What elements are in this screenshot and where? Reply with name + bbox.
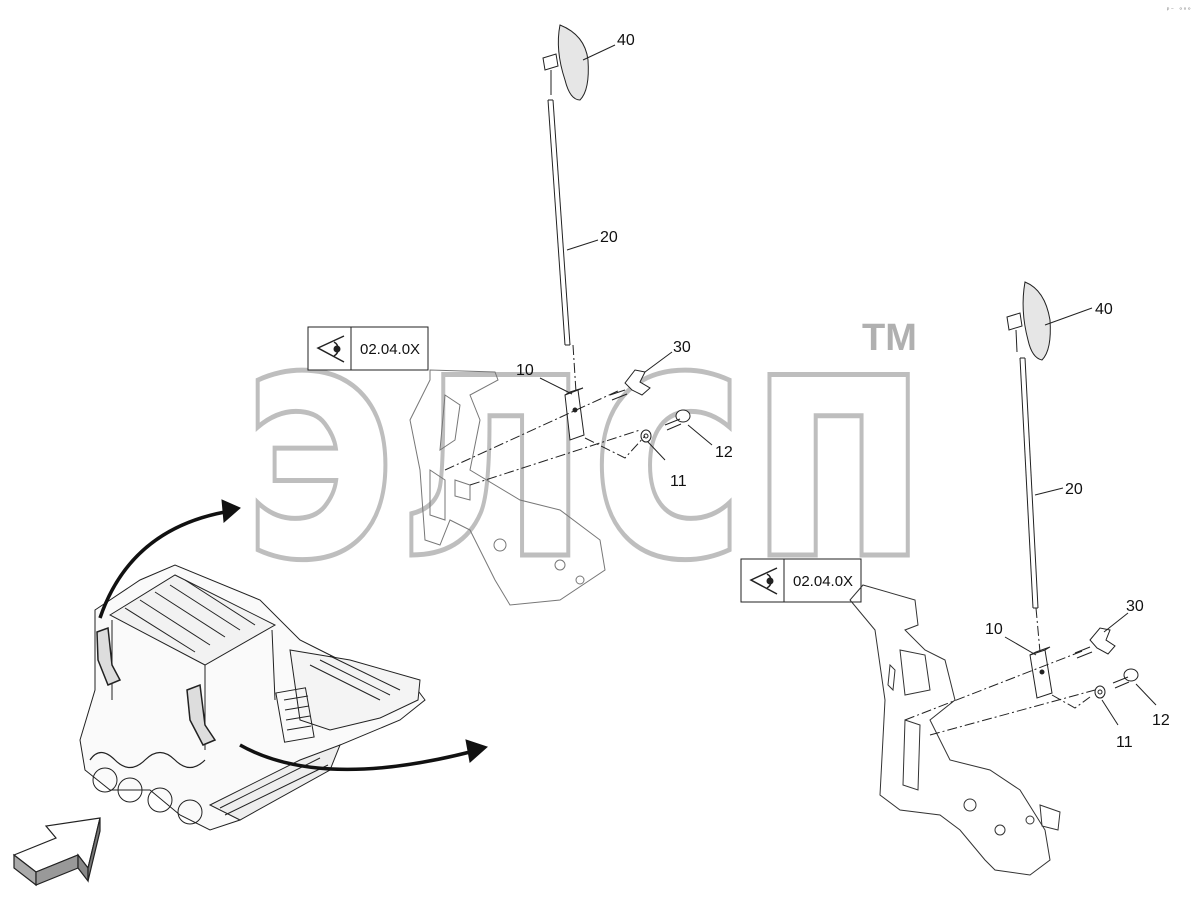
mounting-bracket (409, 369, 606, 606)
callout-40: 40 (617, 32, 635, 49)
mirror-head (542, 24, 589, 101)
watermark-tm: TM (862, 317, 917, 359)
callout-12: 12 (1152, 712, 1170, 729)
callout-11: 11 (1116, 734, 1133, 751)
reference-code: 02.04.0X (360, 341, 420, 358)
mirror-head (1006, 281, 1051, 361)
assembly-view-1: 02.04.0X (307, 24, 713, 606)
reference-box-1: 02.04.0X (307, 326, 429, 371)
rod-clamp (564, 387, 585, 441)
callout-30: 30 (1126, 598, 1144, 615)
alignment-lines (444, 344, 646, 486)
view-eye-icon (749, 567, 778, 595)
callouts-view-2: 40 20 10 30 12 11 (985, 301, 1170, 751)
pointer-arrows (98, 499, 488, 772)
direction-arrow-icon (12, 817, 101, 887)
leader-lines (539, 44, 713, 461)
clamp-knob (1074, 627, 1116, 659)
clamp-knob (609, 369, 651, 401)
callout-10: 10 (985, 621, 1003, 638)
reference-box-2: 02.04.0X (740, 558, 862, 603)
rod-clamp (1029, 646, 1053, 699)
callout-40: 40 (1095, 301, 1113, 318)
watermark: элсп TM (238, 247, 933, 636)
screw-and-washer (1094, 668, 1139, 699)
assembly-view-2: 02.04.0X (740, 281, 1157, 876)
mirror-rod (1019, 357, 1039, 609)
screw-and-washer (640, 409, 691, 443)
corner-mark: ᵖ⁻ ᵒᵒᵒ (1166, 6, 1191, 14)
alignment-lines (904, 607, 1096, 736)
callout-30: 30 (673, 339, 691, 356)
view-eye-icon (316, 335, 345, 363)
reference-code: 02.04.0X (793, 573, 853, 590)
callout-11: 11 (670, 473, 687, 490)
callout-12: 12 (715, 444, 733, 461)
mounting-bracket (849, 584, 1061, 876)
callouts-view-1: 40 20 10 30 12 11 (516, 32, 733, 490)
mirror-rod (547, 99, 571, 346)
machine-overview (79, 564, 426, 831)
callout-20: 20 (600, 229, 618, 246)
callout-10: 10 (516, 362, 534, 379)
callout-20: 20 (1065, 481, 1083, 498)
leader-lines (1004, 307, 1157, 726)
